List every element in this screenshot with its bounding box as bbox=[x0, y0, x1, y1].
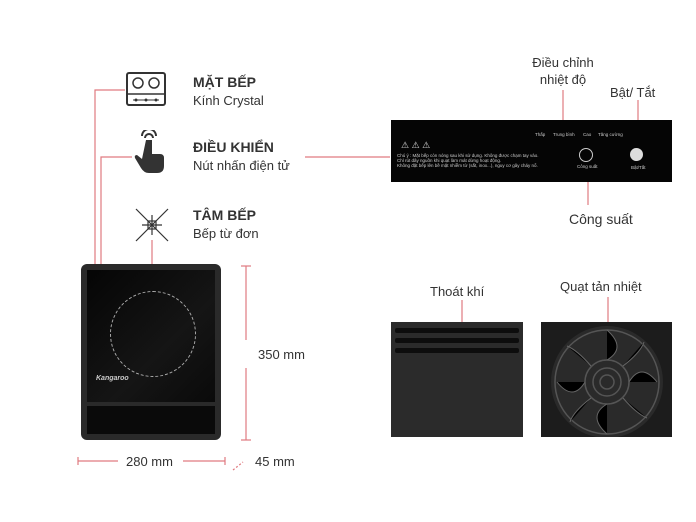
cooktop-control-strip bbox=[87, 406, 215, 434]
power-level-button[interactable] bbox=[579, 148, 593, 162]
warning-line: Không đặt bếp lên bề mặt nhiễm từ (sắt, … bbox=[397, 163, 538, 168]
dimension-width: 280 mm bbox=[126, 454, 173, 469]
cooking-zone-ring bbox=[110, 291, 196, 377]
fan-label: Quạt tản nhiệt bbox=[560, 279, 642, 294]
power-level-button-label: Công suất bbox=[577, 164, 598, 169]
feature-title: MẶT BẾP bbox=[193, 74, 256, 90]
feature-subtitle: Bếp từ đơn bbox=[193, 226, 259, 241]
callout-temperature: Điều chỉnh nhiệt độ bbox=[532, 55, 594, 87]
power-toggle-button-label: Bật/Tắt bbox=[631, 165, 646, 170]
control-panel-image: ⚠ ⚠ ⚠ Chú ý : Mặt bếp còn nóng sau khi s… bbox=[391, 120, 672, 182]
center-star-icon bbox=[134, 207, 170, 243]
brand-logo: Kangaroo bbox=[96, 375, 129, 382]
level-trung-binh: Trung bình bbox=[553, 132, 575, 137]
feature-title: ĐIỀU KHIỂN bbox=[193, 139, 274, 155]
vent-label: Thoát khí bbox=[430, 284, 485, 299]
feature-mat-bep: MẶT BẾP Kính Crystal bbox=[193, 74, 264, 108]
vent-photo bbox=[391, 322, 523, 437]
level-cao: Cao bbox=[583, 132, 592, 137]
feature-tam-bep: TÂM BẾP Bếp từ đơn bbox=[193, 207, 259, 241]
feature-dieu-khien: ĐIỀU KHIỂN Nút nhấn điện tử bbox=[193, 139, 290, 173]
power-toggle-button[interactable] bbox=[630, 148, 643, 161]
warning-line: Chú ý : Mặt bếp còn nóng sau khi sử dụng… bbox=[397, 153, 539, 158]
callout-power-level: Công suất bbox=[569, 211, 633, 227]
warning-icons: ⚠ ⚠ ⚠ bbox=[401, 140, 431, 150]
touch-finger-icon bbox=[133, 128, 167, 174]
stove-top-icon bbox=[126, 72, 166, 106]
dimension-height: 350 mm bbox=[258, 347, 305, 362]
dimension-depth: 45 mm bbox=[255, 454, 295, 469]
cooktop-image: Kangaroo bbox=[81, 264, 221, 440]
feature-title: TÂM BẾP bbox=[193, 207, 256, 223]
callout-power-toggle: Bật/ Tắt bbox=[610, 85, 656, 100]
feature-subtitle: Kính Crystal bbox=[193, 93, 264, 108]
fan-photo bbox=[541, 322, 672, 437]
warning-line: Chỉ rút dây nguồn khi quạt làm mát dừng … bbox=[397, 158, 502, 163]
feature-subtitle: Nút nhấn điện tử bbox=[193, 158, 290, 173]
level-thap: Thấp bbox=[535, 132, 546, 137]
glass-surface: Kangaroo bbox=[87, 270, 215, 402]
level-tang-cuong: Tăng cường bbox=[598, 132, 623, 137]
